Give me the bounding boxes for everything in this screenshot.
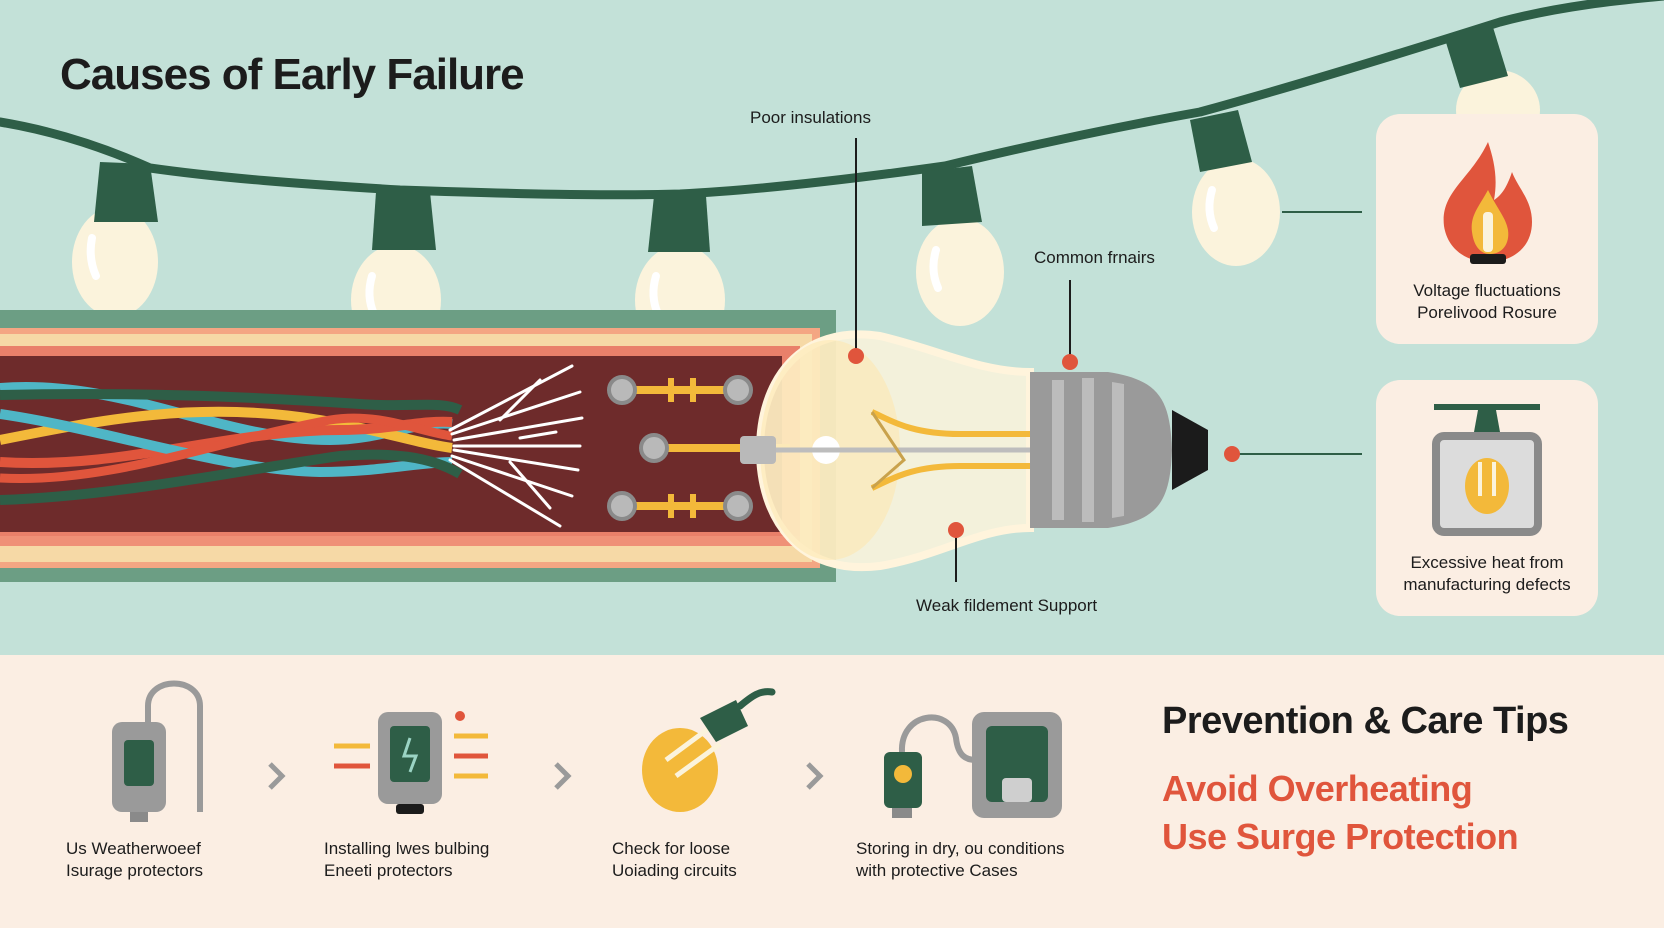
tip-caption: Check for loose Uoiading circuits [612,838,832,882]
prevention-heading: Prevention & Care Tips [1162,700,1569,742]
hanging-bulb [72,162,158,317]
weatherproof-plug-icon [112,680,203,822]
surge-protector-icon [334,711,488,814]
tip-caption-line: with protective Cases [856,861,1018,880]
tip-caption-line: Installing lwes bulbing [324,839,490,858]
chevron-right-icon [268,762,286,790]
tip-caption-line: Isurage protectors [66,861,204,880]
callout-leaders [848,138,1362,582]
flame-icon [1443,142,1532,264]
tip-caption-line: Check for loose [612,839,731,858]
loose-bulb-icon [642,688,776,812]
card-voltage-caption: Voltage fluctuations Porelivood Rosure [1376,280,1598,324]
tip-caption: Installing lwes bulbing Eneeti protector… [324,838,554,882]
tip-caption-line: Us Weatherwoeef [66,839,201,858]
callout-poor-insulation: Poor insulations [750,108,871,127]
tip-caption: Storing in dry, ou conditions with prote… [856,838,1116,882]
page-title: Causes of Early Failure [60,50,525,99]
hanging-bulb [916,166,1004,326]
hanging-bulb [1190,110,1280,266]
card-caption-line: manufacturing defects [1403,575,1571,594]
card-caption-line: Excessive heat from [1410,553,1564,572]
tips-panel [0,655,1664,928]
card-caption-line: Voltage fluctuations [1413,281,1561,300]
heat-lamp-icon [1432,404,1542,536]
callout-common-failures: Common frnairs [1034,248,1155,267]
chevron-right-icon [554,762,572,790]
prevention-item: Use Surge Protection [1162,816,1519,857]
tip-caption-line: Eneeti protectors [324,861,453,880]
cutaway-bulb [740,330,1208,572]
prevention-item: Avoid Overheating [1162,768,1473,809]
tip-caption-line: Storing in dry, ou conditions [856,839,1065,858]
string-light-cord [0,0,1664,200]
tip-caption-line: Uoiading circuits [612,861,737,880]
tip-caption: Us Weatherwoeef Isurage protectors [66,838,286,882]
terminal-connectors [607,375,790,521]
card-caption-line: Porelivood Rosure [1417,303,1557,322]
callout-weak-filament: Weak fildement Support [916,596,1098,615]
cable-cross-section [0,310,836,582]
card-heat-caption: Excessive heat from manufacturing defect… [1376,552,1598,596]
chevron-right-icon [806,762,824,790]
storage-case-icon [884,712,1062,818]
